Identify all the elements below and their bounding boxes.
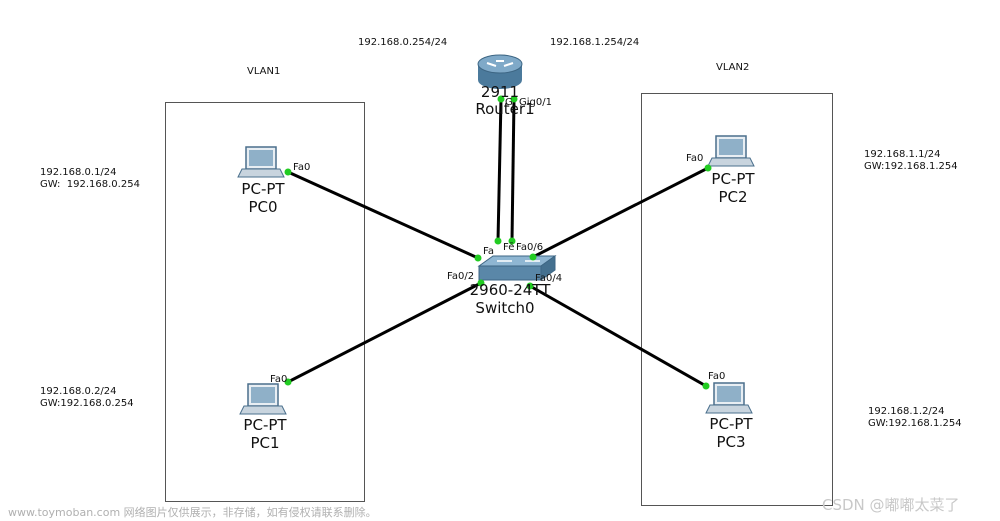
pc2-port: Fa0 <box>686 153 704 164</box>
link-pc3-switch <box>529 284 707 388</box>
vlan1-area <box>165 102 365 502</box>
pc3-type: PC-PT <box>709 415 753 433</box>
pc2-icon <box>707 135 755 167</box>
link-pc2-switch <box>532 166 709 259</box>
pc1-name: PC1 <box>250 434 280 452</box>
router-port-g: G <box>505 97 513 108</box>
router-name: Router1 <box>475 100 535 118</box>
router-model: 2911 <box>480 83 520 101</box>
link-pc0-switch <box>287 170 479 260</box>
watermark-left: www.toymoban.com 网络图片仅供展示，非存储，如有侵权请联系删除。 <box>8 506 377 519</box>
pc1-type: PC-PT <box>243 416 287 434</box>
port-lights <box>284 95 712 390</box>
vlan2-label: VLAN2 <box>716 62 750 73</box>
link-pc1-switch <box>287 281 482 384</box>
pc0-ip: 192.168.0.1/24 GW: 192.168.0.254 <box>40 167 140 190</box>
router-ip-right: 192.168.1.254/24 <box>550 37 640 48</box>
switch-name: Switch0 <box>475 299 535 317</box>
pc2-type: PC-PT <box>711 170 755 188</box>
router-ip-left: 192.168.0.254/24 <box>358 37 448 48</box>
pc1-ip: 192.168.0.2/24 GW:192.168.0.254 <box>40 386 134 409</box>
link-router-switch-1 <box>496 98 503 242</box>
pc3-ip: 192.168.1.2/24 GW:192.168.1.254 <box>868 406 962 429</box>
link-router-switch-2 <box>510 98 516 242</box>
pc3-port: Fa0 <box>708 371 726 382</box>
pc0-type: PC-PT <box>241 180 285 198</box>
switch-port-fa02: Fa0/2 <box>447 271 475 282</box>
pc1-port: Fa0 <box>270 374 288 385</box>
pc2-ip: 192.168.1.1/24 GW:192.168.1.254 <box>864 149 958 172</box>
router-port-gig: Gig0/1 <box>519 97 552 108</box>
switch-port-fr: Fē <box>503 242 515 253</box>
pc0-port: Fa0 <box>293 162 311 173</box>
switch-port-fa04: Fa0/4 <box>535 273 563 284</box>
pc1-icon <box>239 383 287 415</box>
pc0-icon <box>237 146 285 178</box>
switch-model: 2960-24TT <box>469 281 551 299</box>
vlan2-area <box>641 93 833 506</box>
switch-port-fa06: Fa0/6 <box>516 242 544 253</box>
pc2-name: PC2 <box>718 188 748 206</box>
router-icon <box>477 54 523 89</box>
switch-port-fa: Fa <box>483 246 494 257</box>
pc3-icon <box>705 382 753 414</box>
watermark-right: CSDN @嘟嘟太菜了 <box>822 496 960 514</box>
vlan1-label: VLAN1 <box>247 66 281 77</box>
pc0-name: PC0 <box>248 198 278 216</box>
pc3-name: PC3 <box>716 433 746 451</box>
